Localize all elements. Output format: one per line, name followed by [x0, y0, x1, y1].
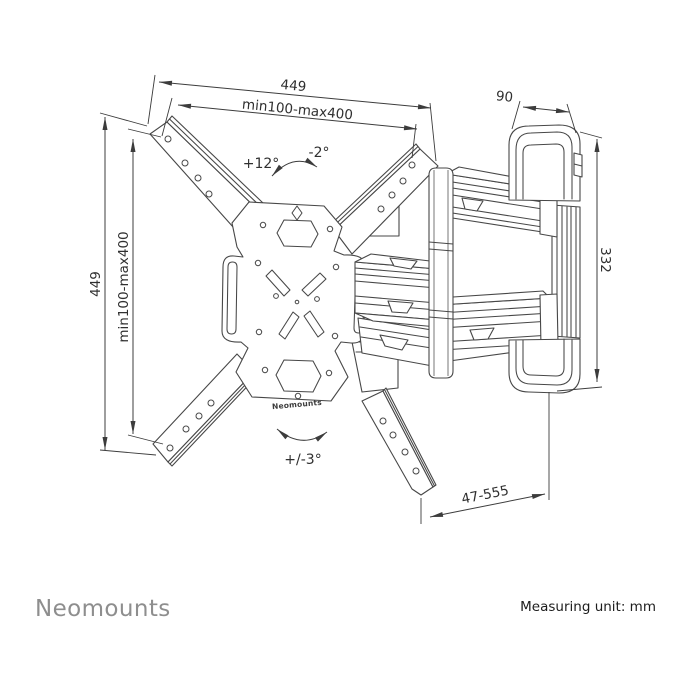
dim-extension-47-555: 47-555: [420, 392, 550, 524]
pivot-column: [428, 167, 454, 379]
dim-top-width: 449: [147, 74, 437, 162]
angle-swivel-label: +/-3°: [284, 452, 321, 468]
vesa-center-plate: Neomounts: [221, 201, 366, 411]
plate-brand-text: Neomounts: [272, 398, 323, 411]
dim-wall-height-label: 332: [597, 247, 613, 273]
measuring-unit-note: Measuring unit: mm: [520, 599, 656, 615]
angle-tilt-up-label: +12°: [243, 156, 280, 172]
dim-left-vesa: min100-max400: [116, 128, 164, 445]
vesa-arm-top-left: [149, 115, 264, 238]
wall-cap-bottom: [508, 338, 581, 394]
angle-tilt-annotation: +12° -2°: [243, 145, 330, 177]
dim-depth-90: 90: [495, 88, 577, 134]
vesa-arm-bottom-right: [361, 387, 437, 496]
dim-left-height: 449: [88, 112, 157, 456]
dim-top-width-label: 449: [280, 77, 307, 95]
dim-depth-label: 90: [495, 88, 514, 106]
angle-tilt-down-label: -2°: [309, 145, 330, 161]
dim-extension-label: 47-555: [460, 483, 510, 508]
vesa-arm-bottom-left: [152, 353, 259, 467]
dim-top-vesa-label: min100-max400: [241, 97, 353, 124]
vesa-arm-top-right: [329, 143, 439, 255]
wall-cap-top: [508, 124, 583, 202]
arm-link-middle: [354, 253, 438, 328]
brand-logo: Neomounts: [35, 596, 171, 622]
dim-wall-height-332: 332: [556, 131, 613, 392]
dim-left-vesa-label: min100-max400: [116, 231, 132, 342]
dim-left-height-label: 449: [88, 271, 104, 297]
angle-swivel-annotation: +/-3°: [276, 428, 328, 468]
